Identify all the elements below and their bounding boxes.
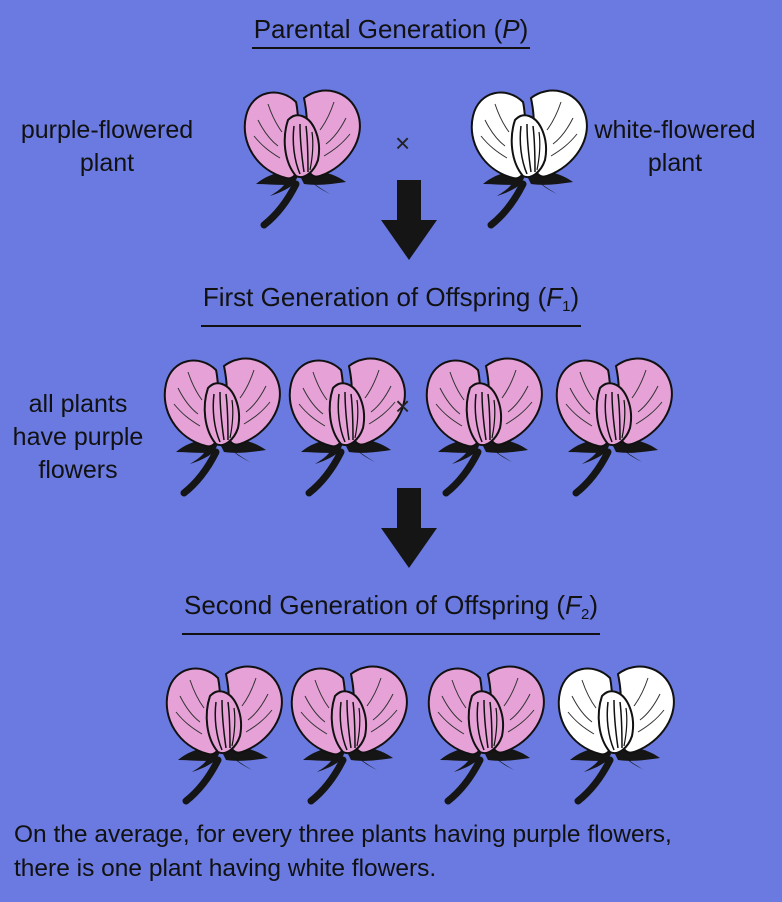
f2-heading-subscript: 2 [580, 606, 590, 623]
pea-flower-icon [285, 656, 415, 806]
parental-heading-close: ) [519, 14, 529, 44]
f2-heading: Second Generation of Offspring (F2) [0, 590, 782, 635]
summary-caption: On the average, for every three plants h… [14, 818, 779, 886]
pea-flower-icon [422, 656, 552, 806]
f2-heading-close: ) [589, 590, 598, 620]
f1-description-line2: have purple [12, 423, 144, 451]
pea-flower-icon [283, 348, 413, 498]
pea-flower-icon [158, 348, 288, 498]
f1-heading-text: First Generation of Offspring ( [202, 282, 547, 312]
parental-heading: Parental Generation (P) [0, 14, 782, 49]
f1-heading-subscript: 1 [562, 298, 571, 315]
f1-heading-close: ) [570, 282, 580, 312]
f2-heading-text: Second Generation of Offspring ( [184, 590, 566, 620]
down-arrow-icon [381, 488, 437, 568]
white-plant-label-line2: plant [647, 149, 703, 177]
down-arrow-icon [381, 180, 437, 260]
white-plant-label: white-flowered plant [575, 114, 775, 180]
white-plant-label-line1: white-flowered [594, 116, 756, 144]
f1-description-line1: all plants [28, 390, 128, 418]
f1-heading: First Generation of Offspring (F1) [0, 282, 782, 327]
pea-flower-icon [552, 656, 682, 806]
pea-flower-icon [465, 80, 595, 230]
purple-plant-label-line1: purple-flowered [20, 116, 194, 144]
cross-symbol: × [395, 391, 411, 421]
pea-flower-icon [160, 656, 290, 806]
f1-heading-var: F [546, 282, 563, 312]
cross-symbol: × [395, 128, 411, 158]
summary-caption-line2: there is one plant having white flowers. [14, 855, 437, 882]
parental-heading-var: P [502, 14, 520, 44]
f1-description-line3: flowers [38, 456, 118, 484]
pea-flower-icon [238, 80, 368, 230]
f2-heading-var: F [565, 590, 581, 620]
purple-plant-label-line2: plant [79, 149, 135, 177]
pea-flower-icon [420, 348, 550, 498]
summary-caption-line1: On the average, for every three plants h… [14, 821, 672, 848]
pea-flower-icon [550, 348, 680, 498]
parental-heading-text: Parental Generation ( [253, 14, 503, 44]
f1-description: all plants have purple flowers [4, 388, 152, 487]
purple-plant-label: purple-flowered plant [8, 114, 206, 180]
